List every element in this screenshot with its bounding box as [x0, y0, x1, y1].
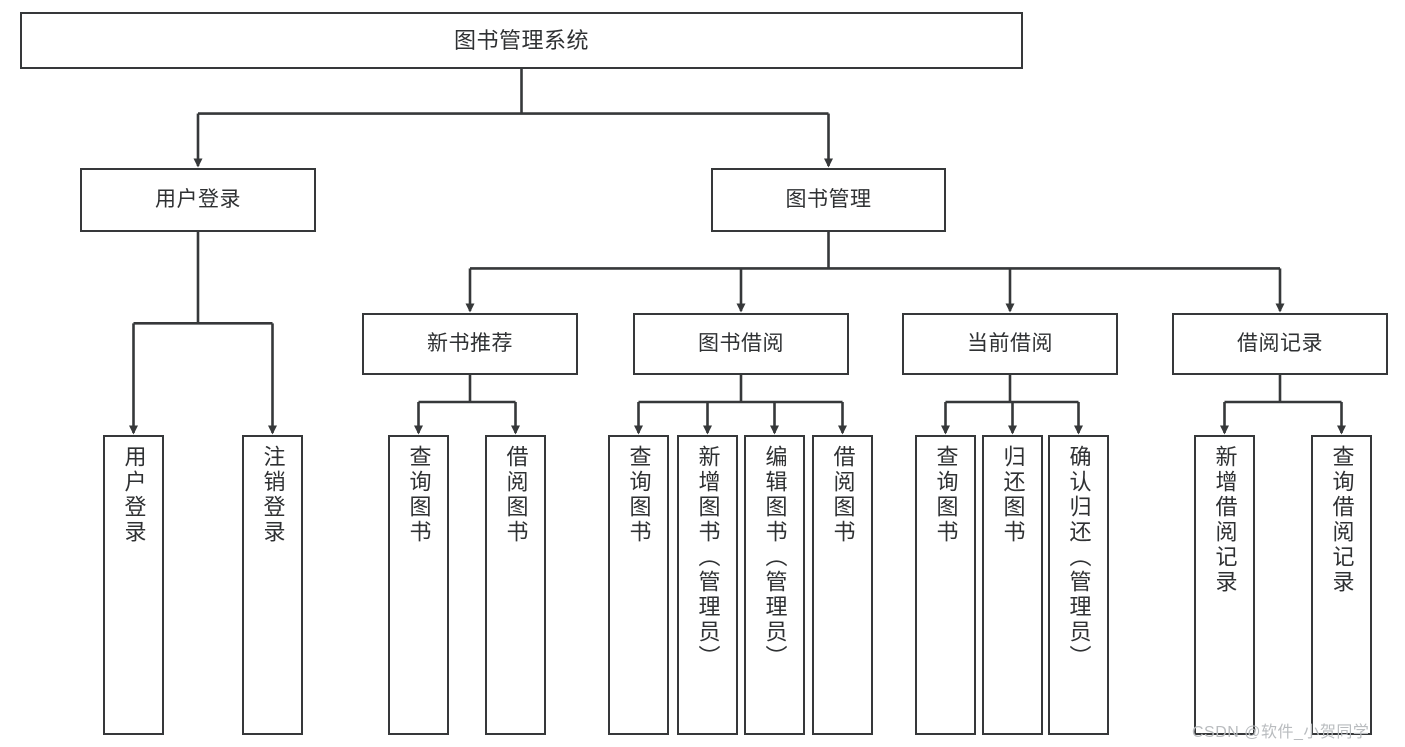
node-leaf-cur-query[interactable]: 查询图书	[915, 435, 976, 735]
node-label-leaf-borrow-query: 查询图书	[626, 445, 652, 545]
node-label-leaf-borrow-do: 借阅图书	[830, 445, 856, 545]
node-current-borrow[interactable]: 当前借阅	[902, 313, 1118, 375]
node-book-manage[interactable]: 图书管理	[711, 168, 946, 232]
node-leaf-borrow-do[interactable]: 借阅图书	[812, 435, 873, 735]
node-label-leaf-borrow-edit: 编辑图书（管理员）	[762, 445, 788, 670]
node-label-borrow-record: 借阅记录	[1237, 331, 1323, 355]
node-label-new-book-rec: 新书推荐	[427, 331, 513, 355]
node-leaf-rec-search[interactable]: 查询借阅记录	[1311, 435, 1372, 735]
node-leaf-rec-borrow[interactable]: 借阅图书	[485, 435, 546, 735]
node-leaf-user-logout[interactable]: 注销登录	[242, 435, 303, 735]
node-label-root: 图书管理系统	[453, 27, 589, 53]
node-label-leaf-cur-return: 归还图书	[1000, 445, 1026, 545]
node-leaf-borrow-query[interactable]: 查询图书	[608, 435, 669, 735]
node-label-leaf-rec-search: 查询借阅记录	[1329, 445, 1355, 595]
node-user-login[interactable]: 用户登录	[80, 168, 316, 232]
node-leaf-borrow-add[interactable]: 新增图书（管理员）	[677, 435, 738, 735]
node-label-leaf-cur-query: 查询图书	[933, 445, 959, 545]
node-leaf-borrow-edit[interactable]: 编辑图书（管理员）	[744, 435, 805, 735]
node-leaf-rec-query[interactable]: 查询图书	[388, 435, 449, 735]
node-label-leaf-borrow-add: 新增图书（管理员）	[695, 445, 721, 670]
node-label-book-borrow: 图书借阅	[698, 331, 784, 355]
node-label-user-login: 用户登录	[155, 187, 241, 211]
node-root[interactable]: 图书管理系统	[20, 12, 1023, 69]
node-leaf-cur-confirm[interactable]: 确认归还（管理员）	[1048, 435, 1109, 735]
watermark-text: CSDN @软件_小贺同学	[1192, 724, 1370, 741]
node-label-leaf-rec-query: 查询图书	[406, 445, 432, 545]
node-label-leaf-user-login: 用户登录	[121, 445, 147, 545]
node-label-leaf-cur-confirm: 确认归还（管理员）	[1066, 445, 1092, 670]
node-leaf-user-login[interactable]: 用户登录	[103, 435, 164, 735]
node-borrow-record[interactable]: 借阅记录	[1172, 313, 1388, 375]
node-label-current-borrow: 当前借阅	[967, 331, 1053, 355]
node-label-book-manage: 图书管理	[785, 187, 872, 211]
node-new-book-rec[interactable]: 新书推荐	[362, 313, 578, 375]
edge-paths	[129, 69, 1346, 435]
node-label-leaf-user-logout: 注销登录	[260, 445, 286, 545]
node-leaf-rec-add[interactable]: 新增借阅记录	[1194, 435, 1255, 735]
node-book-borrow[interactable]: 图书借阅	[633, 313, 849, 375]
node-label-leaf-rec-borrow: 借阅图书	[503, 445, 529, 545]
node-leaf-cur-return[interactable]: 归还图书	[982, 435, 1043, 735]
node-label-leaf-rec-add: 新增借阅记录	[1212, 445, 1238, 595]
